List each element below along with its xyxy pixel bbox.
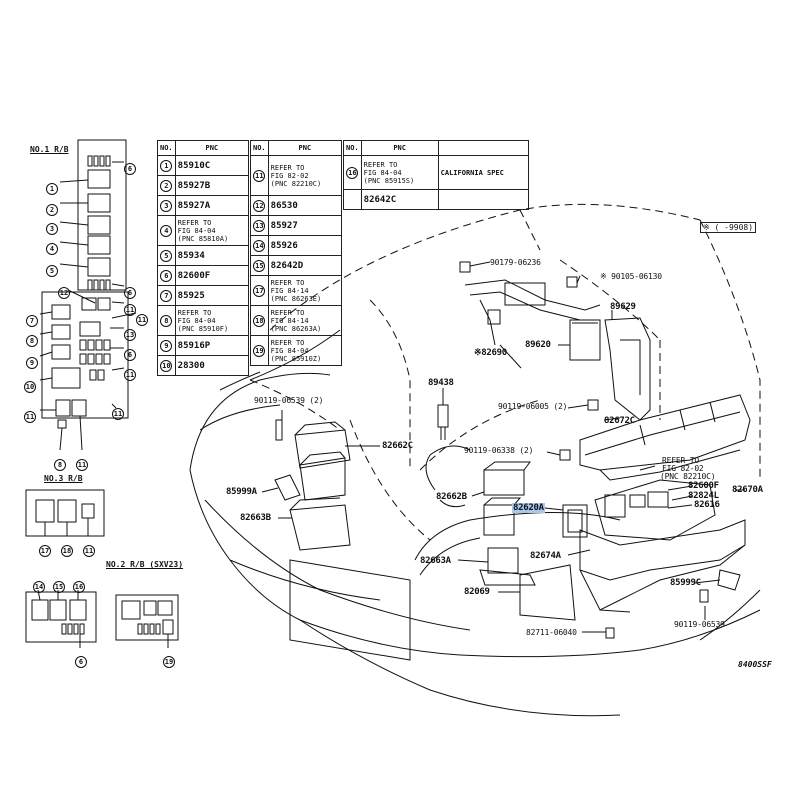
refer-to-label: REFER TO [662,456,699,465]
part-82600f: 82600F [688,481,719,491]
no1-callout-9: 9 [26,350,38,369]
no1-rb-title: NO.1 R/B [30,145,69,154]
no1-callout-8-low: 8 [54,452,66,471]
part-82824l: 82824L [688,491,719,501]
refer-fig-label: FIG 82-02 [662,464,704,473]
no1-callout-11-e: 11 [24,411,36,423]
no1-callout-8: 8 [26,328,38,347]
part-89629: 89629 [610,302,636,312]
california-spec-note: CALIFORNIA SPEC [437,155,530,190]
part-82069: 82069 [464,587,490,597]
part-85999c: 85999C [670,578,701,588]
no1-callout-1: 1 [46,176,58,195]
part-82662c: 82662C [382,441,413,451]
header-no: NO. [157,140,176,156]
no1-callout-6-mid: 6 [124,280,136,299]
date-range-note: ※ ( -9908) [700,222,757,233]
part-90119-06539: 90119-06539 [674,620,725,629]
no1-callout-6-top: 6 [124,156,136,175]
part-82672c: 82672C [604,416,635,426]
figure-code: 8400SSF [738,660,772,669]
part-82663a: 82663A [420,556,451,566]
pnc-value: 85910C [177,160,211,171]
pnc-value: 85927B [177,180,211,191]
no2-callout-16: 16 [73,581,85,593]
pnc-value: 85925 [177,290,205,301]
no3-callout-18: 18 [61,545,73,557]
no3-callout-11: 11 [83,545,95,557]
part-90119-06539-2: 90119-06539 (2) [254,396,324,405]
no2-callout-19: 19 [163,656,175,668]
part-85999a: 85999A [226,487,257,497]
no1-callout-11-a: 11 [124,304,136,316]
pnc-value: 85927A [177,200,211,211]
pnc-value: 85916P [177,340,211,351]
no1-callout-11-f: 11 [76,459,88,471]
part-82690: ※82690 [474,348,507,358]
pnc-value: 28300 [177,360,205,371]
no1-callout-11-c: 11 [124,369,136,381]
part-89438: 89438 [428,378,454,388]
pnc-value: 82600F [177,270,211,281]
no1-callout-11-b: 11 [136,314,148,326]
part-82616: 82616 [694,500,720,510]
no2-callout-14: 14 [33,581,45,593]
no2-rb-title: NO.2 R/B (SXV23) [106,560,184,569]
part-82670a: 82670A [732,485,763,495]
part-90119-06005-2: 90119-06005 (2) [498,402,568,411]
header-pnc: PNC [174,140,250,156]
no1-callout-12: 12 [58,287,70,299]
part-82662b: 82662B [436,492,467,502]
part-82620a: 82620A [512,503,545,513]
no1-callout-7: 7 [26,308,38,327]
part-89620: 89620 [525,340,551,350]
part-82674a: 82674A [530,551,561,561]
no1-callout-13: 13 [124,329,136,341]
no1-callout-6-low: 6 [124,342,136,361]
part-90105-06130: ※ 90105-06130 [600,272,662,281]
no3-callout-17: 17 [39,545,51,557]
pnc-value: 85934 [177,250,205,261]
no1-callout-4: 4 [46,236,58,255]
no2-callout-15: 15 [53,581,65,593]
no1-callout-11-d: 11 [112,408,124,420]
part-82663b: 82663B [240,513,271,523]
no3-rb-title: NO.3 R/B [44,474,83,483]
no1-callout-10: 10 [24,381,36,393]
part-82711-06040: 82711-06040 [526,628,577,637]
part-90179-06236: 90179-06236 [490,258,541,267]
no1-callout-5: 5 [46,258,58,277]
no2-callout-6: 6 [75,649,87,668]
refer-pnc-label: (PNC 82210C) [660,472,716,481]
car-body-outline [189,372,331,471]
no1-callout-2: 2 [46,197,58,216]
no1-callout-3: 3 [46,216,58,235]
part-90119-06338-2: 90119-06338 (2) [464,446,534,455]
